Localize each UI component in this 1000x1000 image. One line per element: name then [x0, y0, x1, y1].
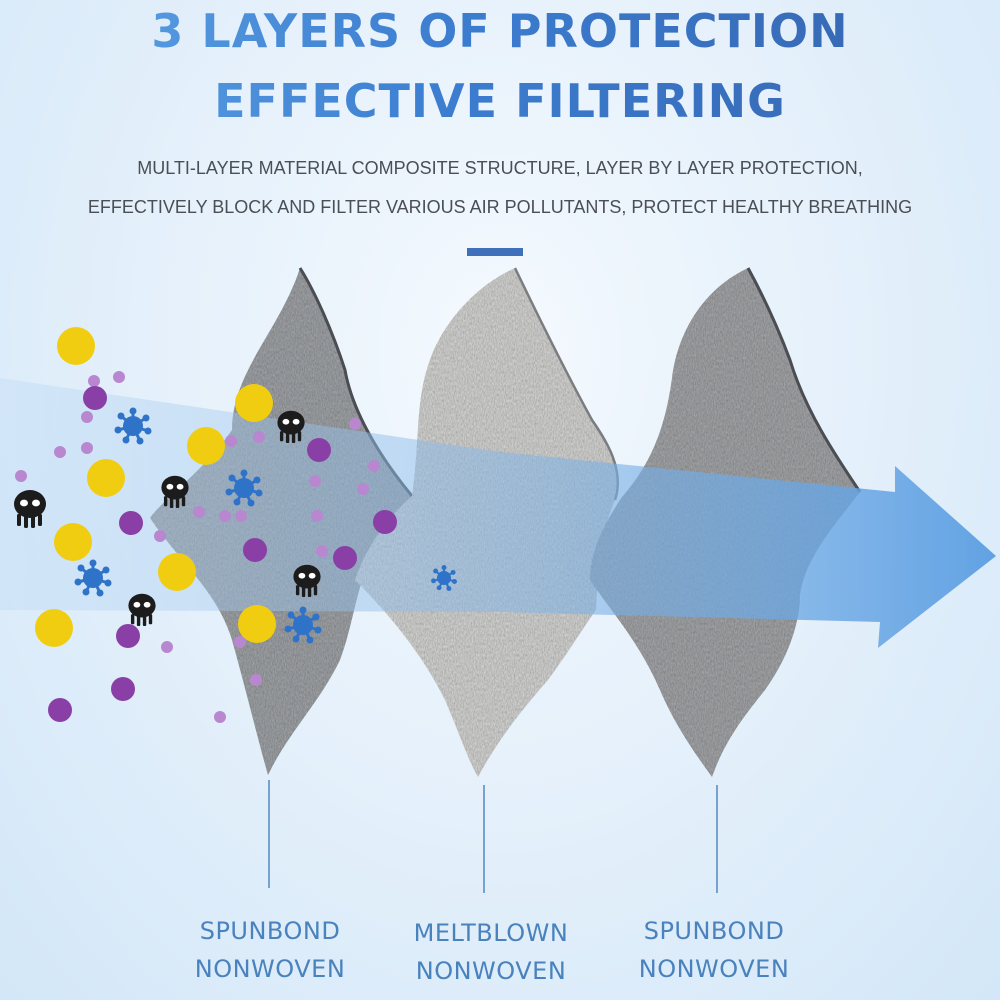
title-line-1: 3 LAYERS OF PROTECTION — [0, 4, 1000, 58]
subtitle-line-1: MULTI-LAYER MATERIAL COMPOSITE STRUCTURE… — [137, 158, 863, 178]
layer-label-line1: SPUNBOND — [643, 917, 785, 945]
accent-bar — [467, 248, 523, 256]
layer-label-outer: SPUNBOND NONWOVEN — [150, 912, 390, 988]
subtitle-line-2: EFFECTIVELY BLOCK AND FILTER VARIOUS AIR… — [87, 197, 913, 217]
airflow-arrow — [0, 378, 996, 648]
fine-particle-icon — [15, 371, 380, 723]
particle-icon — [48, 386, 397, 722]
layer-label-line2: NONWOVEN — [194, 955, 346, 983]
layer-label-line2: NONWOVEN — [638, 955, 790, 983]
dust-particle-icon — [35, 327, 276, 647]
layer-label-line1: MELTBLOWN — [413, 919, 569, 947]
layer-label-inner: SPUNBOND NONWOVEN — [594, 912, 834, 988]
layer-label-line2: NONWOVEN — [415, 957, 567, 985]
title-line-2: EFFECTIVE FILTERING — [0, 74, 1000, 128]
layer-label-line1: SPUNBOND — [199, 917, 341, 945]
layer-label-middle: MELTBLOWN NONWOVEN — [371, 914, 611, 990]
